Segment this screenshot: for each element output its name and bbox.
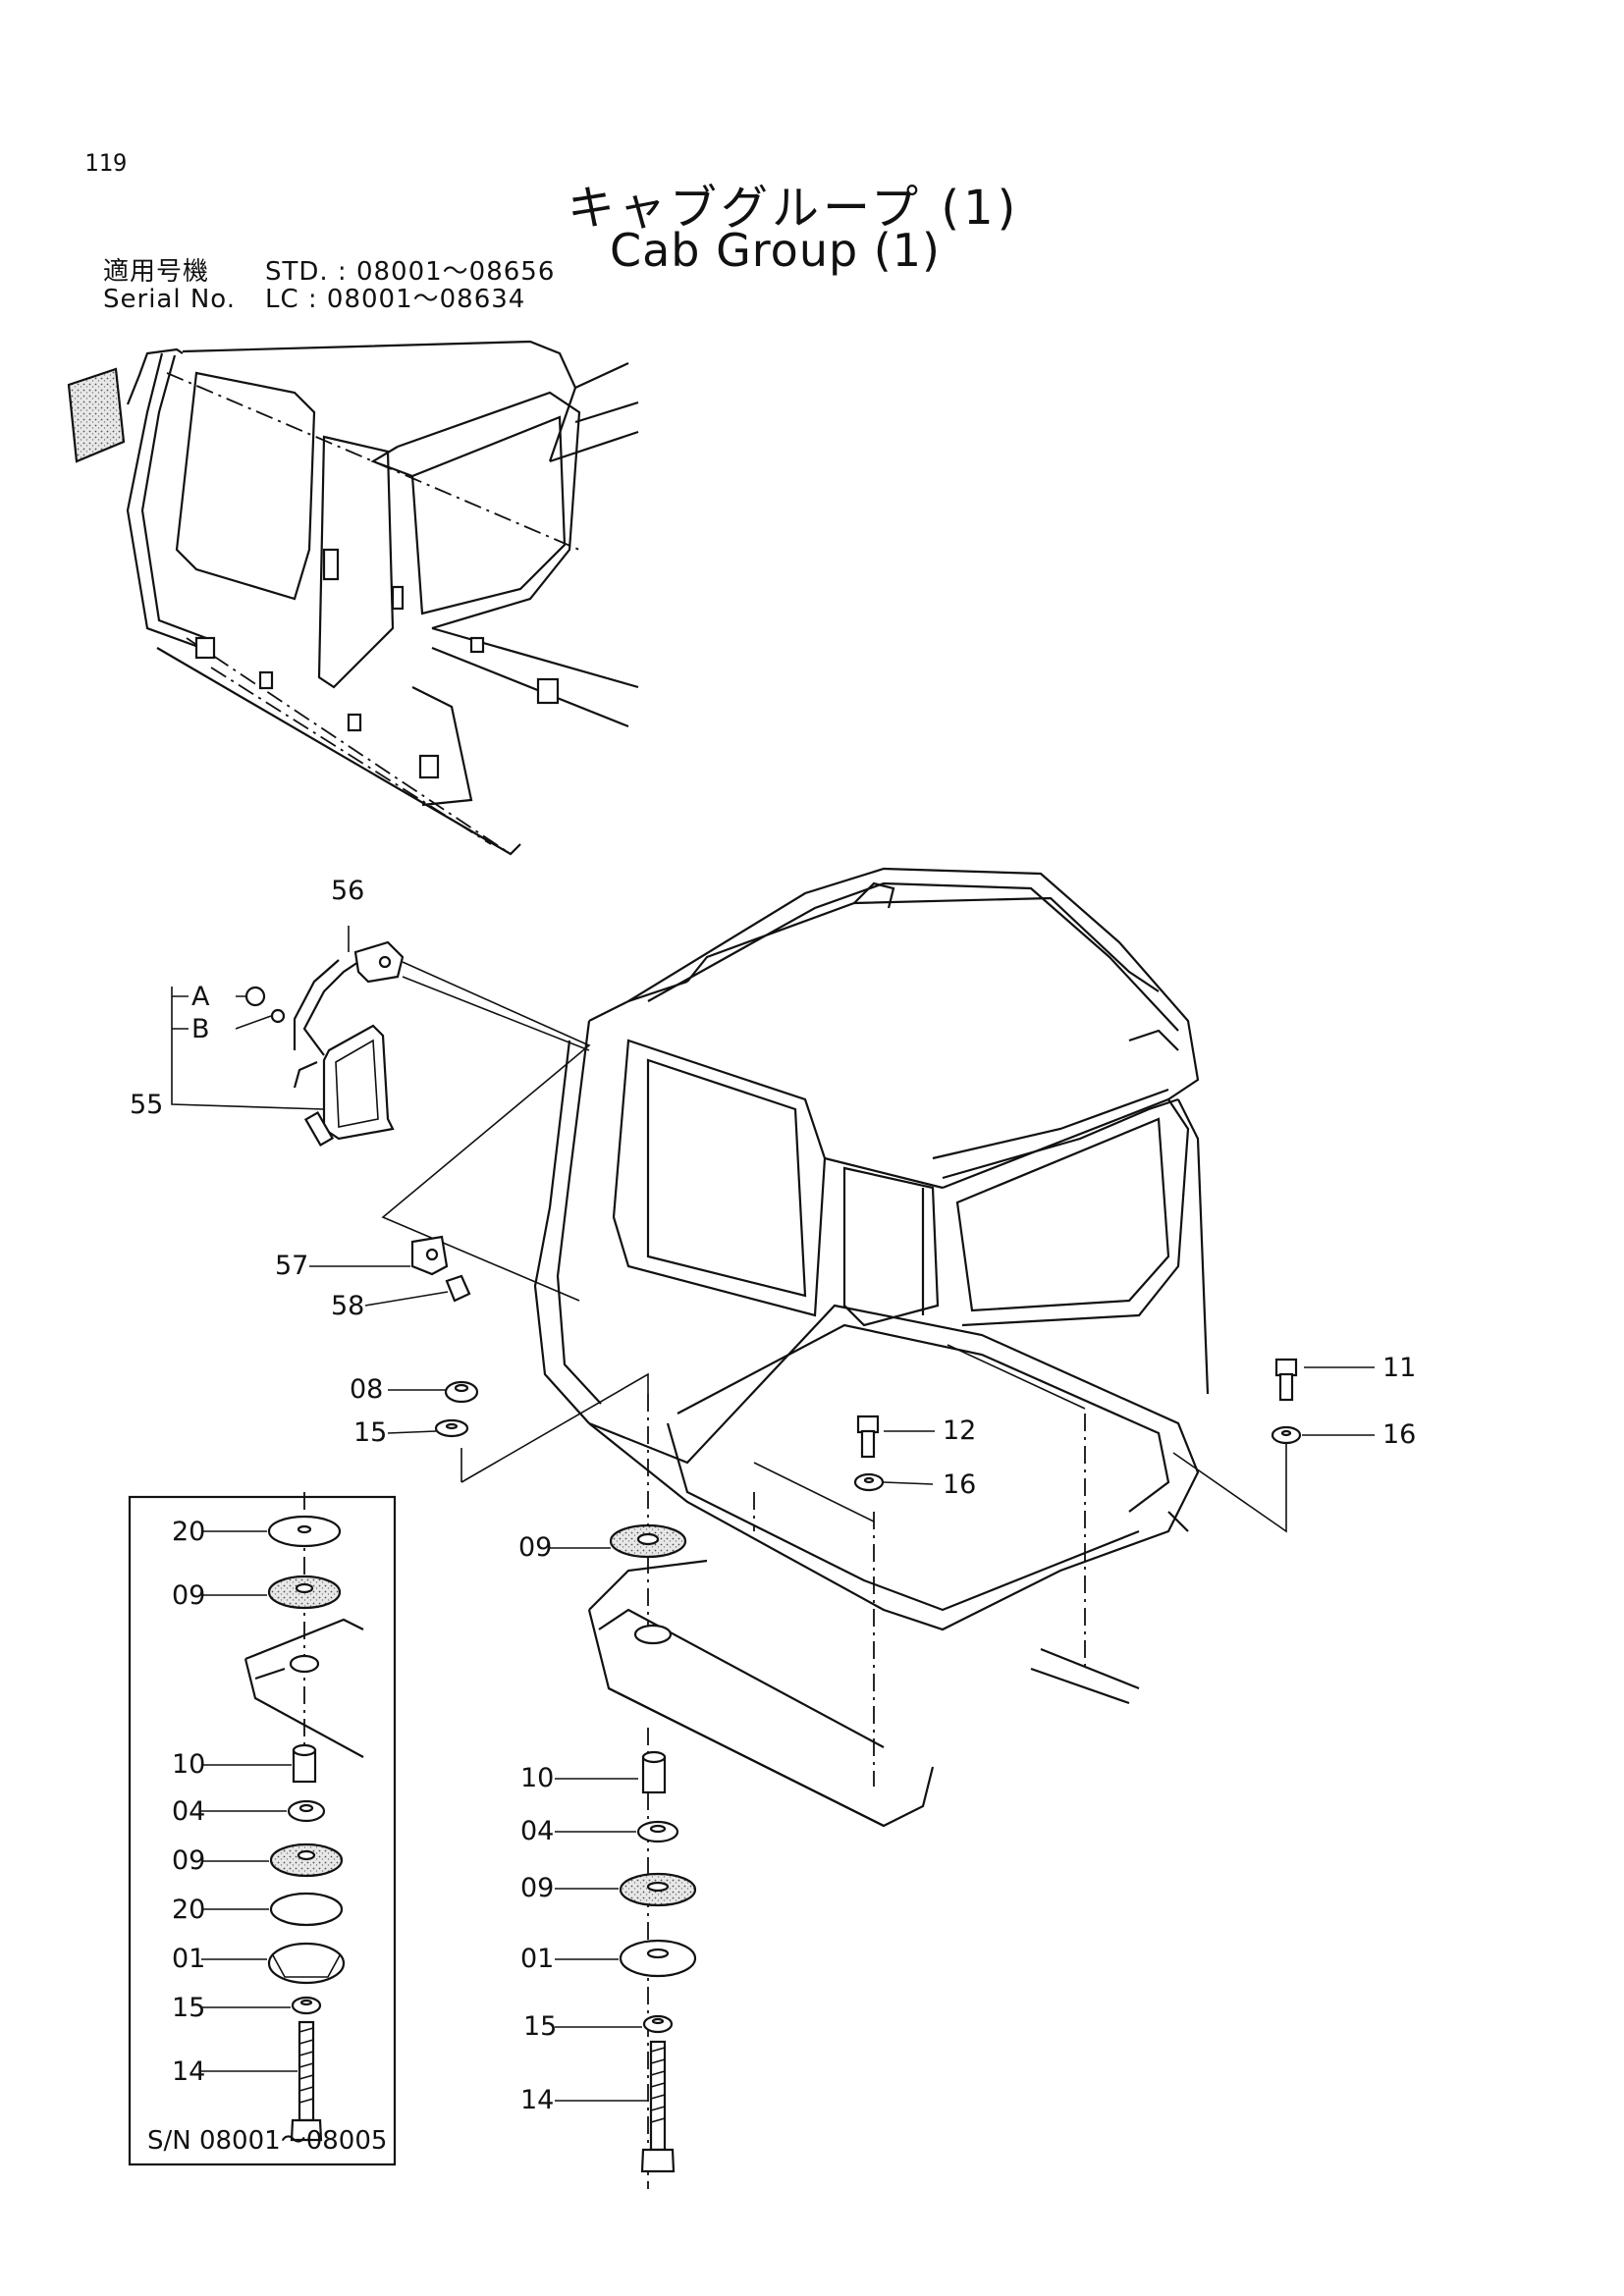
- mirror-glass: [322, 1024, 395, 1141]
- mirror-assembly-drawing: [244, 940, 591, 1303]
- inset-callout-20-top: 20: [172, 1517, 206, 1547]
- callout-57: 57: [275, 1251, 309, 1281]
- inset-callout-10: 10: [172, 1749, 206, 1780]
- inset-callout-09-lower: 09: [172, 1845, 206, 1876]
- main-cab-drawing: [303, 867, 1287, 2189]
- inset-box: [128, 1495, 397, 2166]
- callout-56: 56: [331, 876, 365, 906]
- callout-10: 10: [520, 1763, 555, 1793]
- callout-leaders: [171, 926, 1375, 2102]
- inset-callout-04: 04: [172, 1796, 206, 1827]
- page-title-english: Cab Group (1): [610, 224, 941, 277]
- mount-stack-center: [619, 1750, 697, 2173]
- serial-row-std: 適用号機 STD. : 08001～08656: [103, 251, 555, 288]
- inset-callout-01: 01: [172, 1944, 206, 1974]
- callout-04: 04: [520, 1816, 555, 1846]
- callout-14: 14: [520, 2085, 555, 2115]
- callout-A: A: [191, 982, 210, 1012]
- cab-overview-drawing: [67, 340, 639, 856]
- page-number: 119: [84, 149, 128, 177]
- inset-callout-20-lower: 20: [172, 1895, 206, 1925]
- callout-01: 01: [520, 1944, 555, 1974]
- callout-09-pad: 09: [518, 1532, 553, 1563]
- serial-row-lc: Serial No. LC : 08001～08634: [103, 279, 525, 315]
- callout-16-right: 16: [1382, 1419, 1417, 1450]
- callout-58: 58: [331, 1291, 365, 1321]
- callout-16-center: 16: [943, 1469, 977, 1500]
- serial-label-en: Serial No.: [103, 285, 236, 314]
- callout-B: B: [191, 1014, 210, 1044]
- inset-serial-caption: S/N 08001～08005: [147, 2126, 388, 2156]
- callout-15-upper: 15: [353, 1417, 388, 1448]
- inset-callout-15: 15: [172, 1993, 206, 2023]
- callout-08: 08: [350, 1374, 384, 1405]
- serial-label-jp: 適用号機: [103, 257, 210, 287]
- callout-09-stack: 09: [520, 1873, 555, 1903]
- overview-mirror: [67, 367, 126, 463]
- serial-lc-range: LC : 08001～08634: [265, 285, 526, 314]
- serial-std-range: STD. : 08001～08656: [265, 257, 556, 287]
- right-fasteners: [434, 1358, 1302, 1492]
- page-title-japanese: キャブグループ (1): [568, 181, 1020, 236]
- inset-callout-09-top: 09: [172, 1580, 206, 1611]
- inset-callout-14: 14: [172, 2056, 206, 2087]
- callout-15-stack: 15: [523, 2011, 558, 2042]
- callout-11: 11: [1382, 1353, 1417, 1383]
- callout-55: 55: [130, 1090, 164, 1120]
- callout-12: 12: [943, 1415, 977, 1446]
